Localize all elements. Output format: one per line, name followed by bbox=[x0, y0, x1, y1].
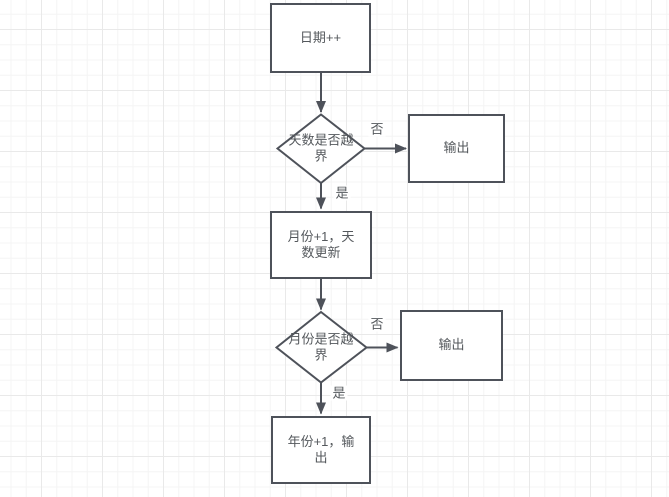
edge-label-month-yes: 是 bbox=[330, 385, 348, 401]
node-date-increment-label: 日期++ bbox=[299, 29, 342, 45]
node-output-day-label: 输出 bbox=[443, 140, 470, 156]
edge-label-month-no: 否 bbox=[368, 316, 386, 332]
node-output-month[interactable]: 输出 bbox=[400, 310, 503, 381]
node-month-update-label: 月份+1，天数更新 bbox=[287, 228, 355, 261]
decision-month-overflow[interactable] bbox=[274, 310, 369, 384]
decision-month-overflow-label: 月份是否越界 bbox=[288, 331, 354, 363]
edge-label-day-yes: 是 bbox=[333, 185, 351, 201]
node-month-update[interactable]: 月份+1，天数更新 bbox=[270, 211, 372, 279]
decision-day-overflow[interactable] bbox=[275, 113, 367, 185]
decision-day-overflow-label: 天数是否越界 bbox=[288, 132, 354, 164]
node-year-update[interactable]: 年份+1，输出 bbox=[271, 416, 371, 484]
node-output-month-label: 输出 bbox=[438, 337, 465, 353]
node-year-update-label: 年份+1，输出 bbox=[287, 433, 355, 466]
node-date-increment[interactable]: 日期++ bbox=[270, 3, 371, 73]
node-output-day[interactable]: 输出 bbox=[408, 114, 505, 183]
edge-label-day-no: 否 bbox=[368, 121, 386, 137]
